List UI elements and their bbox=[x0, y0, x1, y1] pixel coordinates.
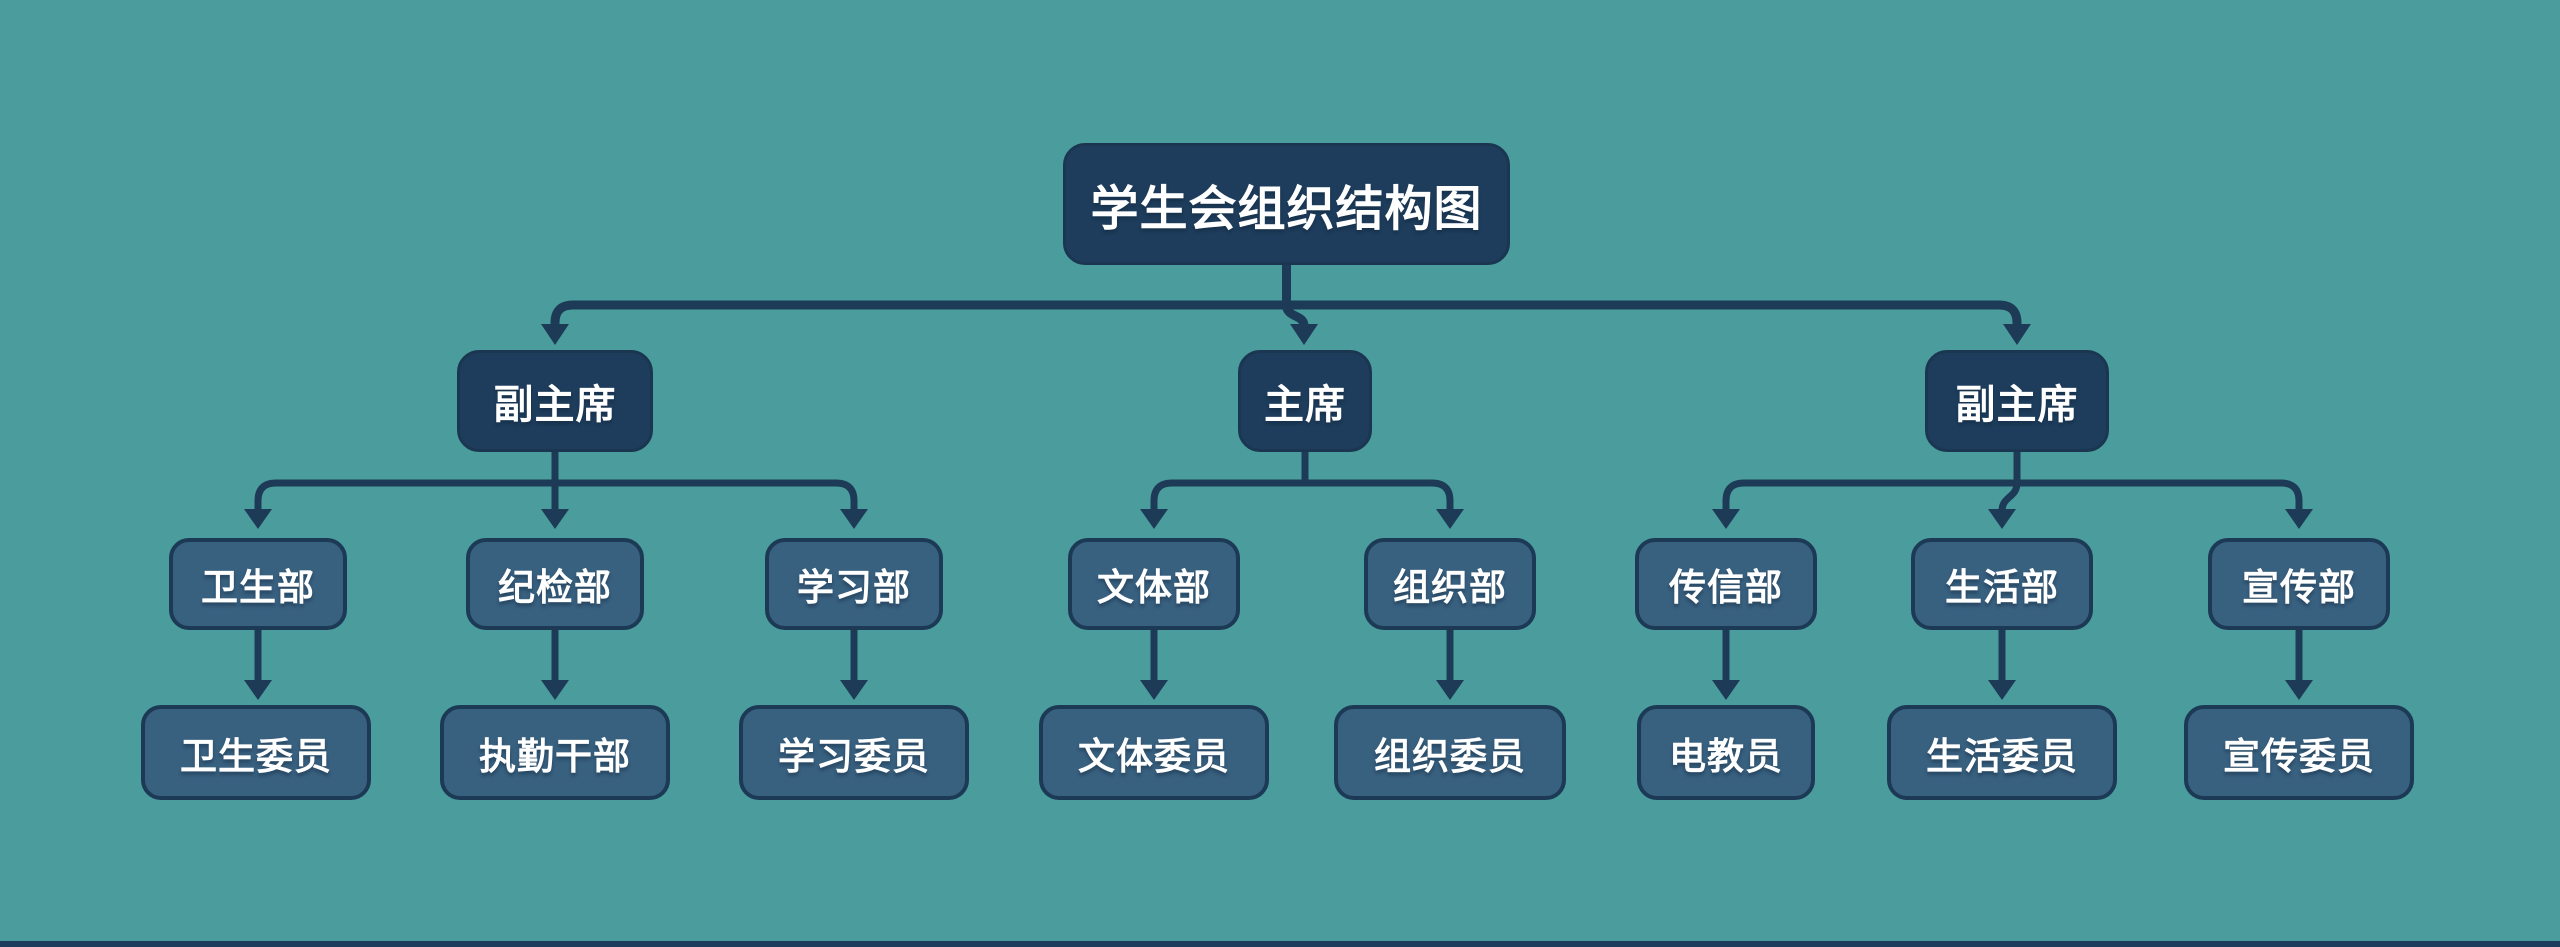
node-culture-sports-dept: 文体部 bbox=[1068, 538, 1240, 630]
node-discipline-dept: 纪检部 bbox=[466, 538, 644, 630]
node-vice-president-left: 副主席 bbox=[457, 350, 653, 452]
node-president: 主席 bbox=[1238, 350, 1372, 452]
bottom-edge-strip bbox=[0, 941, 2560, 947]
node-av-education-officer: 电教员 bbox=[1637, 705, 1815, 800]
node-health-dept: 卫生部 bbox=[169, 538, 347, 630]
node-vice-president-right: 副主席 bbox=[1925, 350, 2109, 452]
node-study-dept: 学习部 bbox=[765, 538, 943, 630]
node-communication-dept: 传信部 bbox=[1635, 538, 1817, 630]
node-duty-officer: 执勤干部 bbox=[440, 705, 670, 800]
node-culture-sports-member: 文体委员 bbox=[1039, 705, 1269, 800]
node-publicity-dept: 宣传部 bbox=[2208, 538, 2390, 630]
node-organization-member: 组织委员 bbox=[1334, 705, 1566, 800]
node-organization-dept: 组织部 bbox=[1364, 538, 1536, 630]
node-publicity-member: 宣传委员 bbox=[2184, 705, 2414, 800]
node-life-member: 生活委员 bbox=[1887, 705, 2117, 800]
node-life-dept: 生活部 bbox=[1911, 538, 2093, 630]
node-root-title: 学生会组织结构图 bbox=[1063, 143, 1510, 265]
node-study-member: 学习委员 bbox=[739, 705, 969, 800]
node-health-member: 卫生委员 bbox=[141, 705, 371, 800]
